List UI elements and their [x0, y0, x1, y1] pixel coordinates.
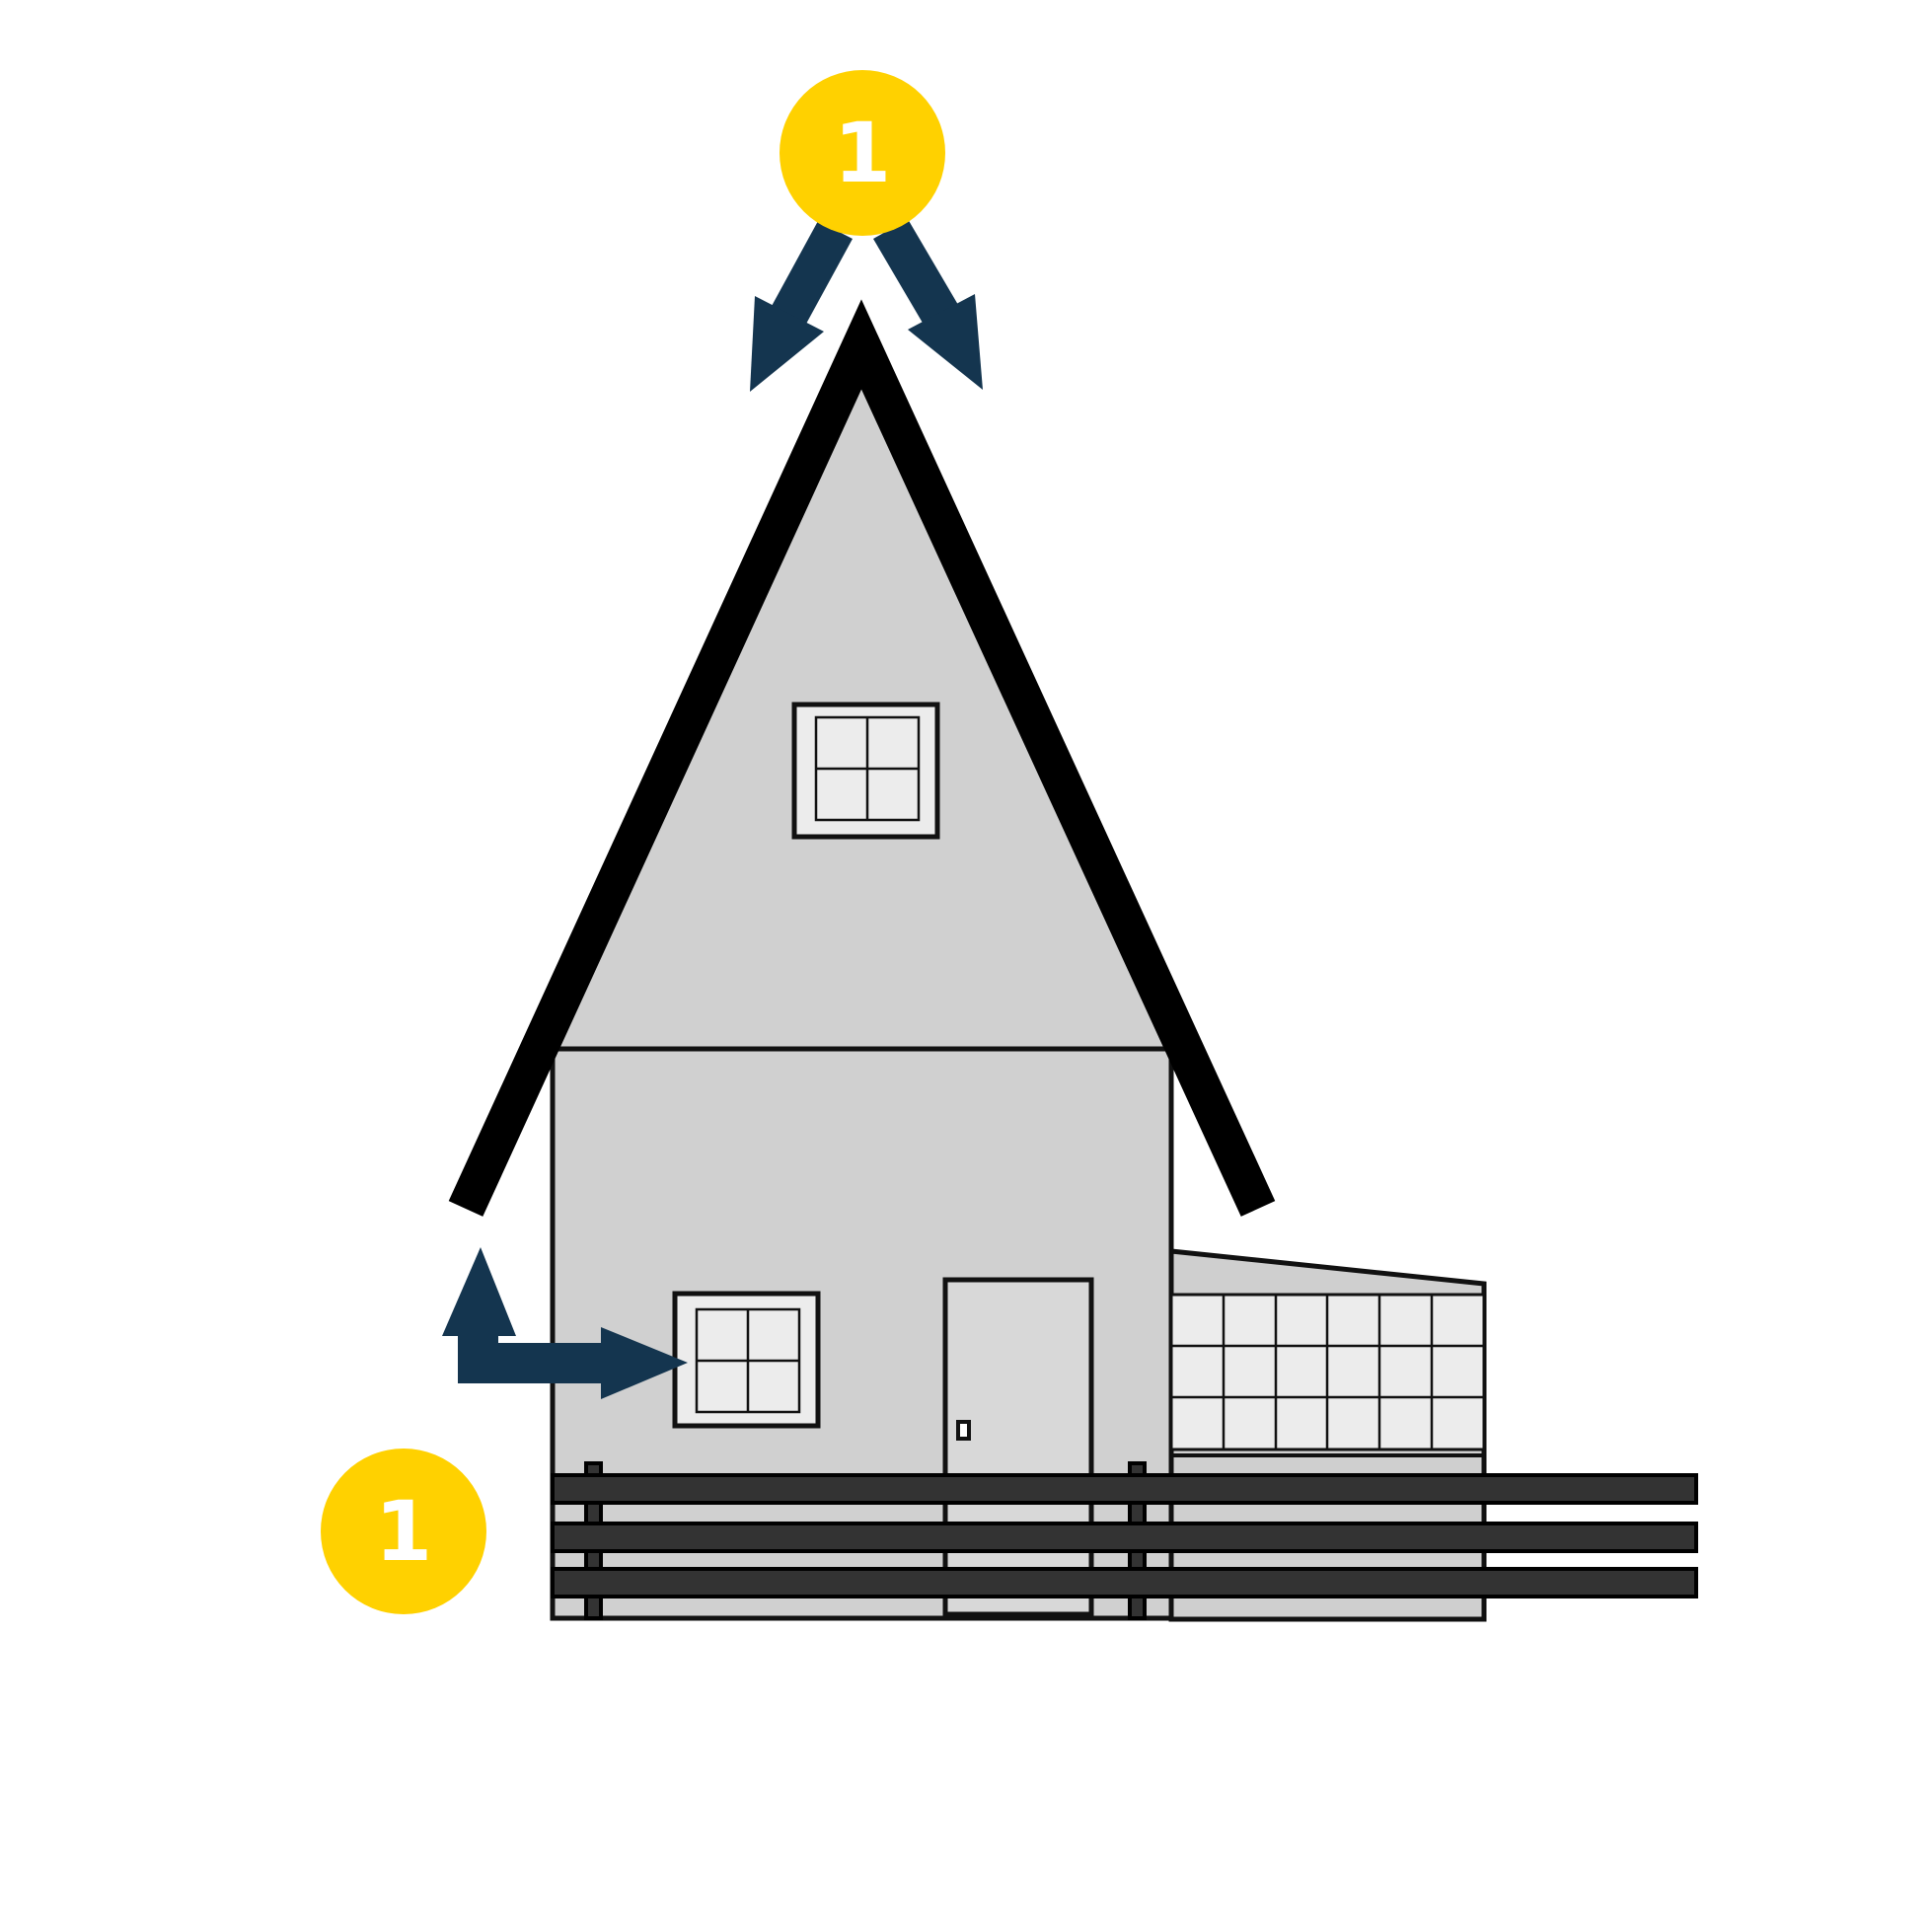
annex-window-grid [1169, 1293, 1486, 1451]
front-door [942, 1277, 1094, 1617]
roof [448, 299, 1276, 1217]
fence-rail [551, 1567, 1698, 1598]
fence-rail [551, 1522, 1698, 1553]
callout-badge-left: 1 [321, 1449, 486, 1614]
door-handle [956, 1420, 971, 1441]
gable-wall [553, 329, 1171, 1049]
arrow-down-right-icon [873, 219, 983, 390]
arrow-right-icon [458, 1327, 688, 1399]
arrow-down-left-icon [750, 221, 853, 392]
badge-label: 1 [375, 1483, 432, 1580]
fence-rail [551, 1473, 1698, 1505]
callout-badge-top: 1 [780, 70, 945, 236]
gable-window [791, 702, 940, 840]
ground-window [672, 1291, 821, 1429]
badge-label: 1 [834, 105, 891, 201]
